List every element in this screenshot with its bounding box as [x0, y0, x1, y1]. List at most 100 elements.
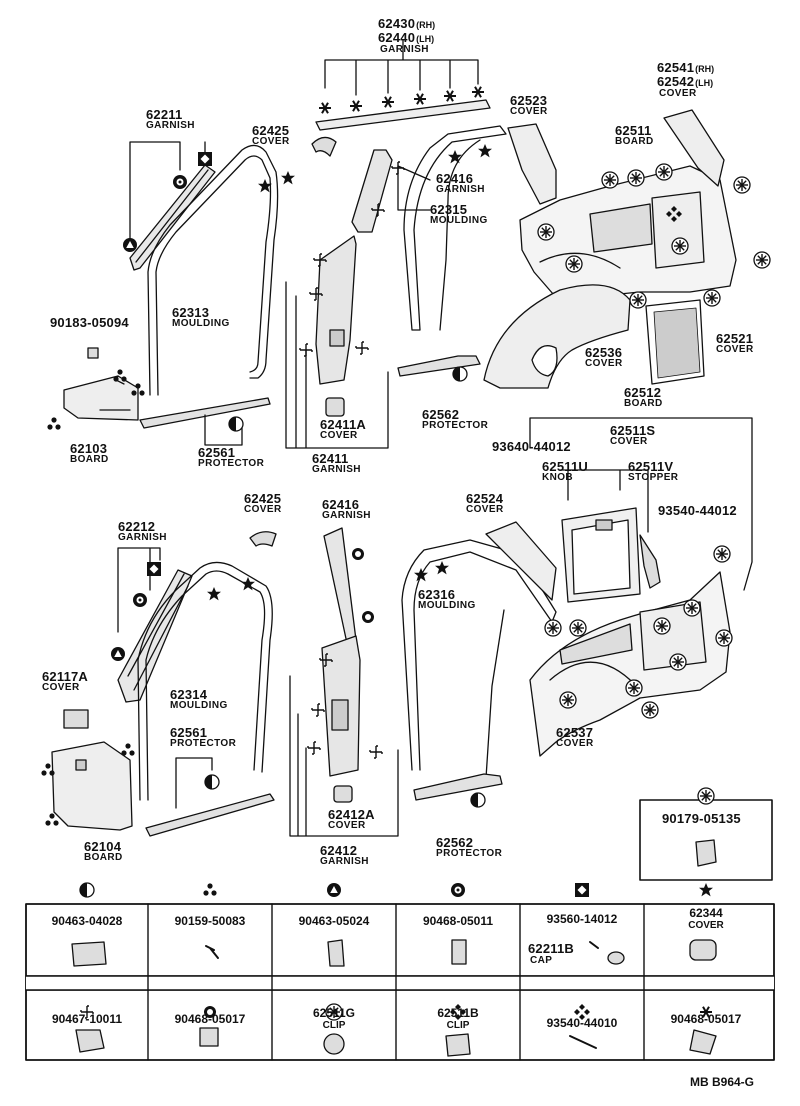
callout-62315: 62315 MOULDING — [430, 203, 488, 226]
callout-62523: 62523 COVER — [510, 94, 548, 117]
legend-cell-square-diamond-number: 93560-14012 — [546, 912, 618, 926]
legend-cell-half-circle-number: 90463-04028 — [51, 914, 123, 928]
callout-62412A: 62412A COVER — [328, 808, 375, 831]
part-number: 62511V — [628, 459, 674, 474]
callout-93640-44012: 93640-44012 — [492, 440, 571, 453]
part-name: MOULDING — [430, 215, 488, 226]
part-number: 62314 — [170, 687, 208, 702]
callout-62512: 62512 BOARD — [624, 386, 663, 409]
callout-62511: 62511 BOARD — [615, 124, 654, 147]
part-number: 90183-05094 — [50, 315, 129, 330]
callout-62411A: 62411A COVER — [320, 418, 366, 441]
side-marker: (LH) — [695, 78, 714, 88]
part-number: 62511 — [615, 123, 652, 138]
part-name: GARNISH — [146, 120, 195, 131]
legend-cell-cross-number: 90467-10011 — [51, 1012, 123, 1026]
part-number: 62523 — [510, 93, 548, 108]
callout-62104: 62104 BOARD — [84, 840, 123, 863]
part-name: GARNISH — [436, 184, 485, 195]
callout-93540-44012: 93540-44012 — [658, 504, 737, 517]
part-number: 62511U — [542, 459, 589, 474]
part-number: 62117A — [42, 669, 89, 684]
legend-cell-asterisk-circle-number: 62511G — [312, 1006, 356, 1020]
part-number: 62425 — [244, 491, 282, 506]
part-name: PROTECTOR — [436, 848, 503, 859]
drawing-code: MB B964-G — [690, 1075, 755, 1089]
callout-62561-upper: 62561 PROTECTOR — [198, 446, 264, 469]
part-name: BOARD — [624, 398, 663, 409]
callout-62314: 62314 MOULDING — [170, 688, 228, 711]
part-name: GARNISH — [312, 464, 361, 475]
part-name: COVER — [510, 106, 548, 117]
part-name: COVER — [466, 504, 504, 515]
callout-62541: 62541(RH) — [657, 60, 714, 76]
part-name: GARNISH — [118, 532, 167, 543]
part-name: COVER — [659, 88, 697, 99]
callout-62511S: 62511S COVER — [610, 424, 655, 447]
part-number: 62313 — [172, 305, 210, 320]
legend-cell-ring-number: 90468-05011 — [422, 914, 494, 928]
part-name: GARNISH — [320, 856, 369, 867]
callout-62412: 62412 GARNISH — [320, 844, 369, 867]
part-name: BOARD — [70, 454, 109, 465]
callout-62537: 62537 COVER — [556, 726, 594, 749]
callout-62430: 62430(RH) — [378, 16, 435, 32]
part-number: 62425 — [252, 123, 290, 138]
part-number: 62416 — [436, 171, 474, 186]
callout-62561-lower: 62561 PROTECTOR — [170, 726, 236, 749]
part-number: 62212 — [118, 519, 156, 534]
part-number: 62440 — [378, 30, 416, 45]
callout-62411: 62411 GARNISH — [312, 452, 361, 475]
part-number: 62412 — [320, 843, 358, 858]
legend-cell-x-cross-name: CLIP — [446, 1020, 470, 1031]
legend-cell-cap-number: 62211B — [528, 941, 575, 956]
callout-62536: 62536 COVER — [585, 346, 623, 369]
legend-cell-star-name: COVER — [688, 920, 724, 931]
callout-62440: 62440(LH) — [378, 30, 434, 46]
part-name: MOULDING — [418, 600, 476, 611]
legend-cell-dot-number: 90468-05017 — [174, 1012, 246, 1026]
part-name: KNOB — [542, 472, 574, 483]
part-name: COVER — [610, 436, 648, 447]
callout-62425-upper: 62425 COVER — [252, 124, 290, 147]
part-name: STOPPER — [628, 472, 679, 483]
callout-62562-lower: 62562 PROTECTOR — [436, 836, 502, 859]
callout-62212: 62212 GARNISH — [118, 520, 167, 543]
part-number: 62411 — [312, 451, 349, 466]
callout-62425-lower: 62425 COVER — [244, 492, 282, 515]
part-number: 62211 — [146, 107, 183, 122]
part-number: 62561 — [198, 445, 236, 460]
callout-62416-upper: 62416 GARNISH — [436, 172, 485, 195]
part-number: 62524 — [466, 491, 504, 506]
part-name: GARNISH — [380, 44, 429, 55]
part-name: BOARD — [84, 852, 123, 863]
part-number: 62537 — [556, 725, 594, 740]
part-name: COVER — [244, 504, 282, 515]
callout-62416-lower: 62416 GARNISH — [322, 498, 371, 521]
part-number: 62316 — [418, 587, 456, 602]
callout-62316: 62316 MOULDING — [418, 588, 476, 611]
part-name: COVER — [42, 682, 80, 693]
part-name: COVER — [716, 344, 754, 355]
callout-62524: 62524 COVER — [466, 492, 504, 515]
part-number: 62561 — [170, 725, 208, 740]
part-name: COVER — [252, 136, 290, 147]
callout-62562-upper: 62562 PROTECTOR — [422, 408, 488, 431]
part-number: 62536 — [585, 345, 623, 360]
part-number: 62411A — [320, 417, 367, 432]
part-number: 62430 — [378, 16, 416, 31]
legend-cell-asterisk-number: 90468-05017 — [670, 1012, 742, 1026]
legend-cell-x-cross-number: 62511B — [437, 1006, 479, 1020]
part-name: COVER — [585, 358, 623, 369]
part-name: PROTECTOR — [170, 738, 237, 749]
part-name: COVER — [556, 738, 594, 749]
legend-cell-triangle-number: 90463-05024 — [298, 914, 370, 928]
part-name: COVER — [320, 430, 358, 441]
part-number: 62562 — [436, 835, 474, 850]
legend-cell-cap-name: CAP — [530, 955, 553, 966]
part-name: PROTECTOR — [422, 420, 489, 431]
callout-62542: 62542(LH) — [657, 74, 713, 90]
callout-62313: 62313 MOULDING — [172, 306, 230, 329]
part-name: GARNISH — [322, 510, 371, 521]
